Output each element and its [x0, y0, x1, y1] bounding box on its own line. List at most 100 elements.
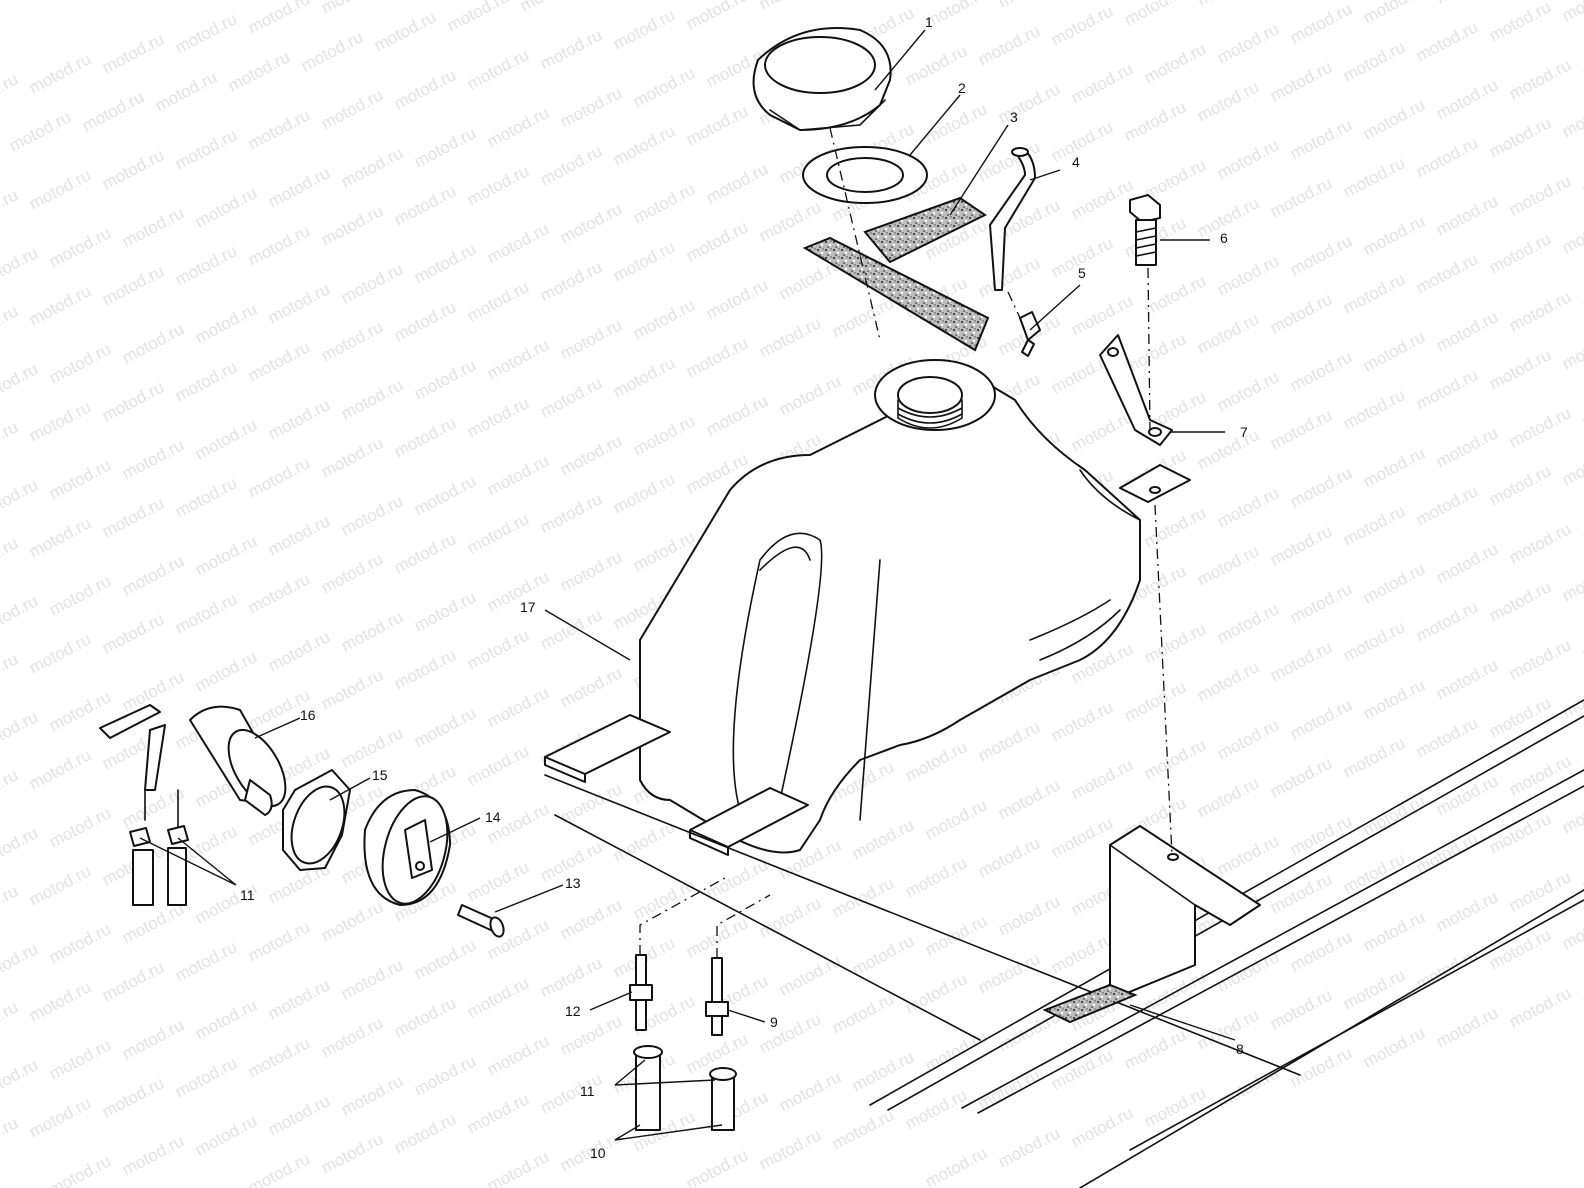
watermark-text: motod.ru — [1214, 251, 1282, 299]
watermark-text: motod.ru — [1506, 171, 1574, 219]
watermark-text: motod.ru — [1121, 1025, 1189, 1073]
watermark-text: motod.ru — [119, 1015, 187, 1063]
watermark-text: motod.ru — [0, 475, 41, 523]
watermark-text: motod.ru — [99, 29, 167, 77]
watermark-text: motod.ru — [172, 589, 240, 637]
watermark-text: motod.ru — [1287, 231, 1355, 279]
watermark-text: motod.ru — [683, 101, 751, 149]
watermark-text: motod.ru — [922, 1143, 990, 1188]
foam-strips — [802, 196, 990, 352]
watermark-text: motod.ru — [1340, 617, 1408, 665]
watermark-text: motod.ru — [537, 257, 605, 305]
watermark-text: motod.ru — [1121, 97, 1189, 145]
watermark-text: motod.ru — [464, 741, 532, 789]
watermark-text: motod.ru — [464, 277, 532, 325]
watermark-text: motod.ru — [192, 995, 260, 1043]
watermark-text: motod.ru — [338, 723, 406, 771]
watermark-text: motod.ru — [1340, 965, 1408, 1013]
cap-gasket — [802, 146, 928, 204]
screw — [457, 904, 505, 938]
callout-6: 6 — [1220, 230, 1228, 246]
watermark-text: motod.ru — [26, 629, 94, 677]
watermark-text: motod.ru — [172, 937, 240, 985]
watermark-text: motod.ru — [318, 1129, 386, 1177]
callout-11-lower: 11 — [580, 1083, 595, 1099]
watermark-text: motod.ru — [1486, 461, 1554, 509]
watermark-text: motod.ru — [484, 335, 552, 383]
watermark-text: motod.ru — [1121, 677, 1189, 725]
watermark-text: motod.ru — [1360, 443, 1428, 491]
watermark-text: motod.ru — [902, 737, 970, 785]
watermark-text: motod.ru — [1559, 93, 1584, 141]
watermark-text: motod.ru — [683, 217, 751, 265]
watermark-text: motod.ru — [464, 509, 532, 557]
watermark-text: motod.ru — [1121, 0, 1189, 30]
watermark-text: motod.ru — [484, 103, 552, 151]
fuel-cap — [752, 27, 892, 131]
watermark-text: motod.ru — [703, 391, 771, 439]
watermark-text: motod.ru — [411, 123, 479, 171]
watermark-text: motod.ru — [1413, 133, 1481, 181]
watermark-text: motod.ru — [391, 529, 459, 577]
watermark-text: motod.ru — [1579, 383, 1584, 431]
watermark-text: motod.ru — [1287, 927, 1355, 975]
callout-3: 3 — [1010, 109, 1018, 125]
watermark-text: motod.ru — [995, 0, 1063, 12]
watermark-text: motod.ru — [1068, 175, 1136, 223]
watermark-text: motod.ru — [245, 453, 313, 501]
watermark-text: motod.ru — [26, 49, 94, 97]
watermark-text: motod.ru — [1214, 135, 1282, 183]
watermark-text: motod.ru — [484, 451, 552, 499]
watermark-text: motod.ru — [1579, 847, 1584, 895]
watermark-text: motod.ru — [1068, 407, 1136, 455]
watermark-text: motod.ru — [338, 259, 406, 307]
watermark-text: motod.ru — [265, 511, 333, 559]
watermark-text: motod.ru — [411, 1051, 479, 1099]
watermark-text: motod.ru — [318, 85, 386, 133]
watermark-text: motod.ru — [192, 183, 260, 231]
watermark-text: motod.ru — [1214, 715, 1282, 763]
watermark-text: motod.ru — [975, 1065, 1043, 1113]
watermark-text: motod.ru — [922, 99, 990, 147]
watermark-text: motod.ru — [557, 199, 625, 247]
watermark-text: motod.ru — [1360, 95, 1428, 143]
watermark-text: motod.ru — [411, 587, 479, 635]
watermark-text: motod.ru — [484, 567, 552, 615]
watermark-text: motod.ru — [1194, 541, 1262, 589]
watermark-text: motod.ru — [0, 69, 21, 117]
callout-16: 16 — [300, 707, 316, 723]
watermark-text: motod.ru — [99, 493, 167, 541]
watermark-text: motod.ru — [1340, 37, 1408, 85]
watermark-text: motod.ru — [1214, 599, 1282, 647]
watermark-text: motod.ru — [0, 823, 41, 871]
watermark-text: motod.ru — [1194, 309, 1262, 357]
watermark-text: motod.ru — [0, 185, 21, 233]
watermark-text: motod.ru — [829, 1105, 897, 1153]
watermark-text: motod.ru — [1506, 403, 1574, 451]
watermark-text: motod.ru — [99, 377, 167, 425]
watermark-text: motod.ru — [245, 0, 313, 38]
watermark-text: motod.ru — [26, 397, 94, 445]
watermark-text: motod.ru — [1413, 713, 1481, 761]
watermark-text: motod.ru — [391, 65, 459, 113]
watermark-text: motod.ru — [1267, 521, 1335, 569]
watermark-text: motod.ru — [1360, 791, 1428, 839]
watermark-text: motod.ru — [630, 411, 698, 459]
watermark-text: motod.ru — [1433, 0, 1501, 8]
watermark-text: motod.ru — [1506, 983, 1574, 1031]
watermark-text: motod.ru — [630, 63, 698, 111]
watermark-text: motod.ru — [995, 79, 1063, 127]
watermark-text: motod.ru — [338, 1071, 406, 1119]
watermark-text: motod.ru — [1340, 733, 1408, 781]
watermark-text: motod.ru — [298, 27, 366, 75]
watermark-text: motod.ru — [557, 895, 625, 943]
callout-1: 1 — [925, 14, 933, 30]
watermark-text: motod.ru — [192, 299, 260, 347]
watermark-text: motod.ru — [464, 857, 532, 905]
watermark-text: motod.ru — [975, 833, 1043, 881]
watermark-text: motod.ru — [1340, 501, 1408, 549]
watermark-text: motod.ru — [776, 371, 844, 419]
watermark-text: motod.ru — [1433, 307, 1501, 355]
watermark-text: motod.ru — [975, 21, 1043, 69]
watermark-text: motod.ru — [391, 413, 459, 461]
